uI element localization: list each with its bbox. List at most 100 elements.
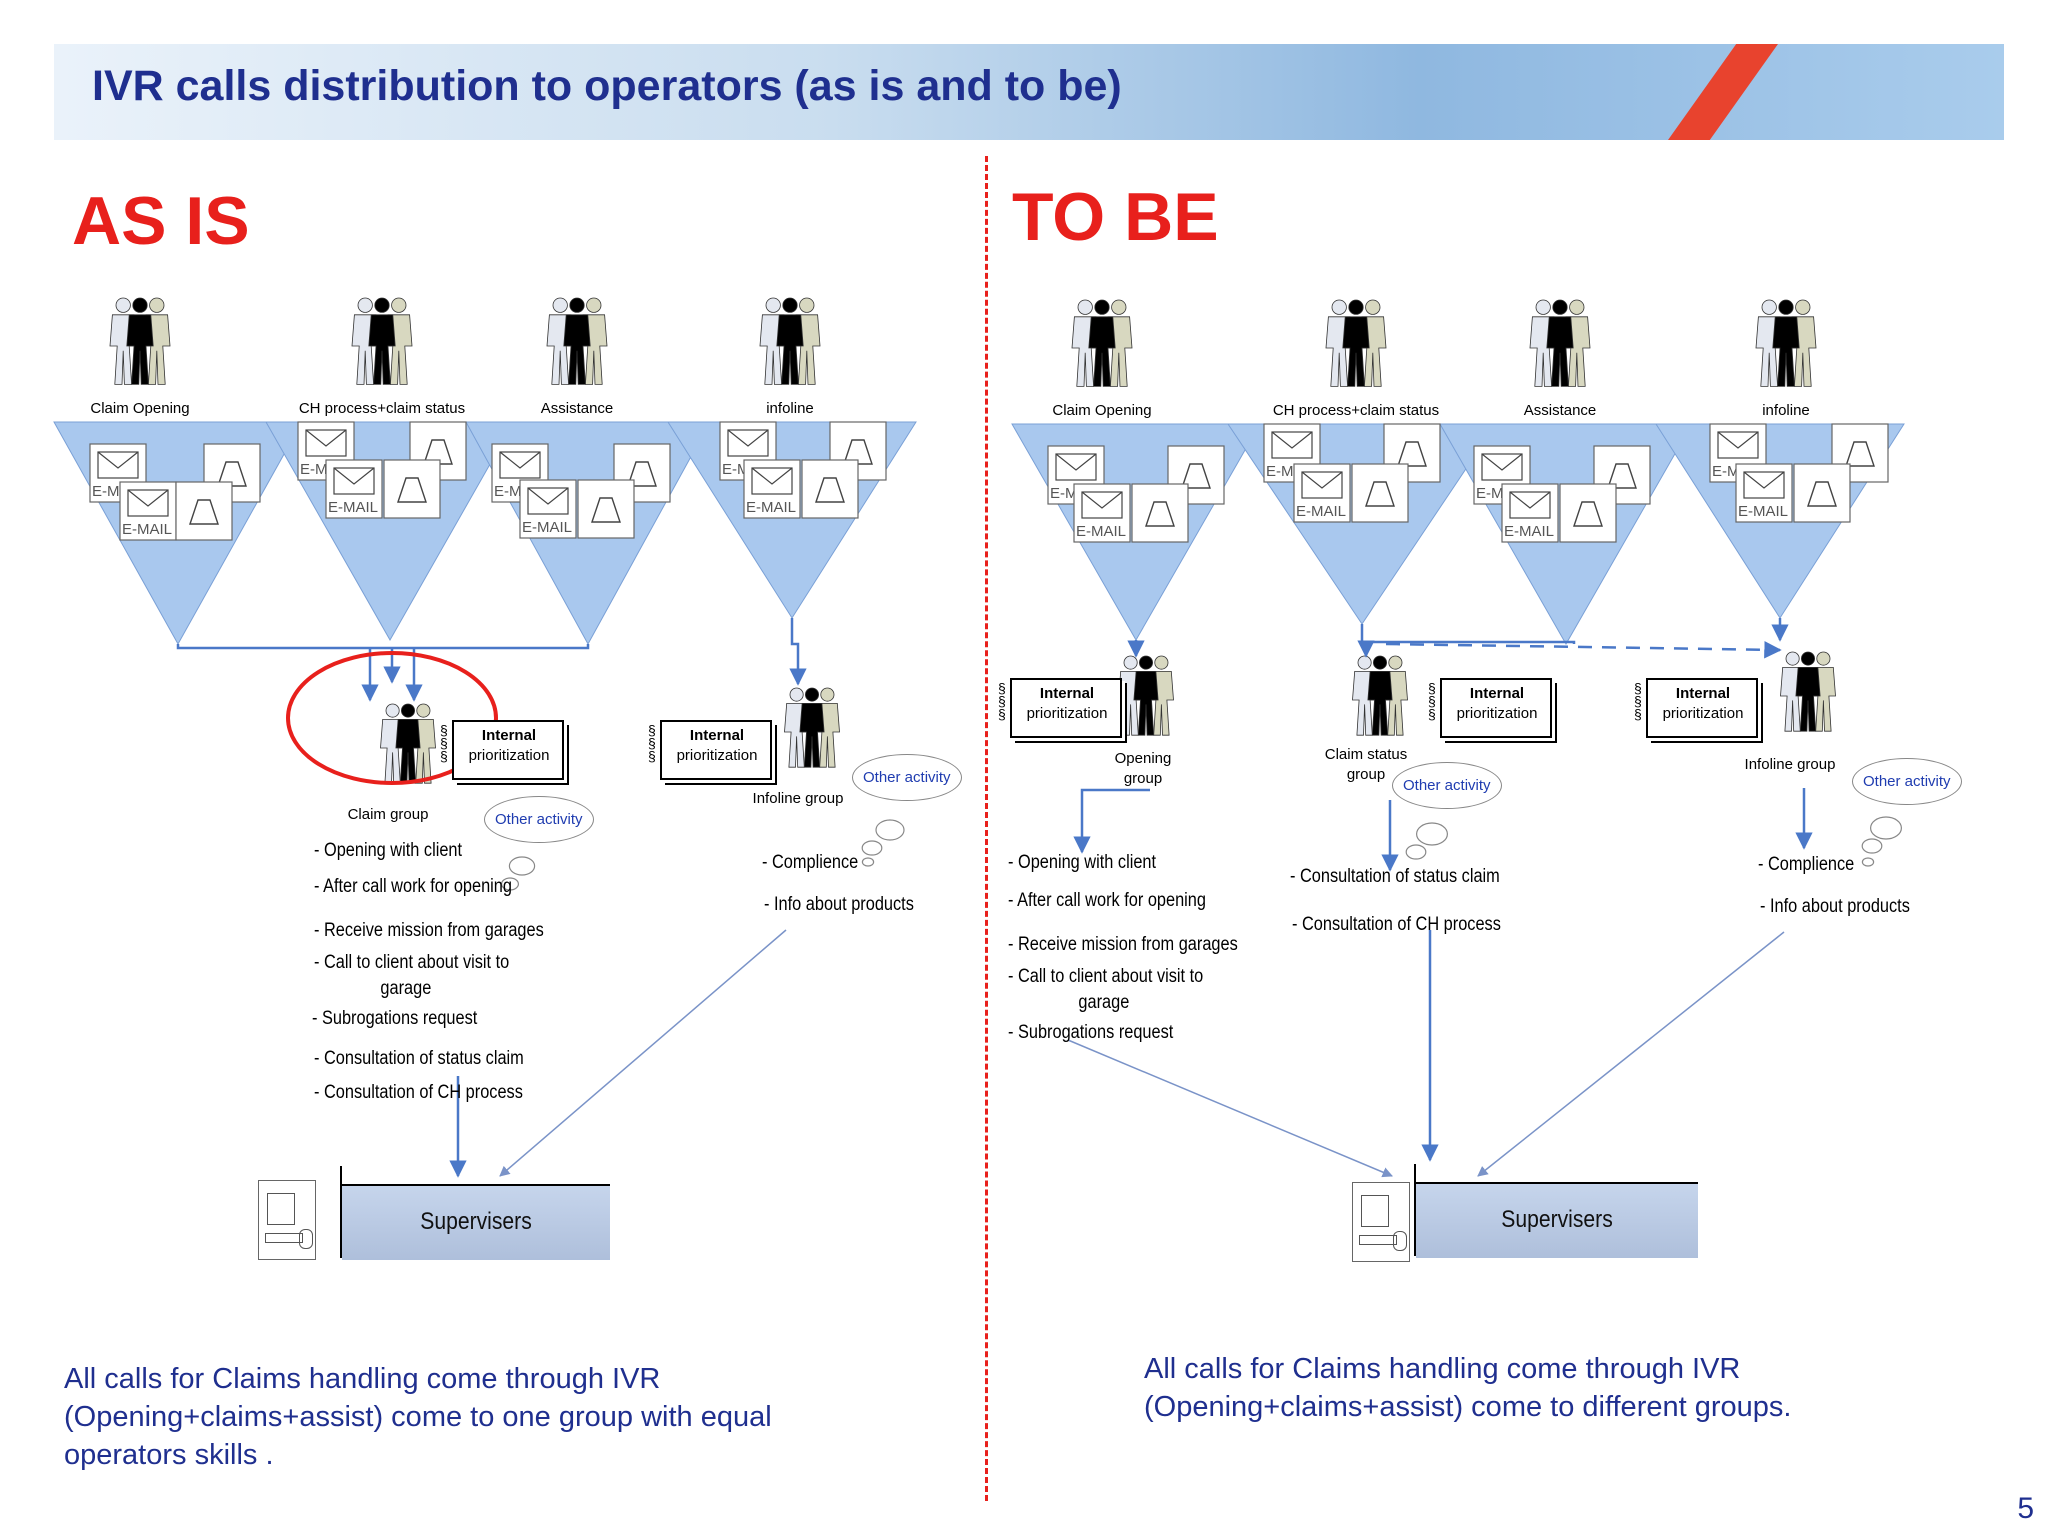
to-be-opening-task: - Subrogations request <box>1008 1022 1174 1043</box>
as-is-infoline-task: - Info about products <box>764 894 914 915</box>
phone-icon <box>189 499 219 525</box>
thought-dot <box>875 819 905 841</box>
as-is-claim-task: - Receive mission from garages <box>314 920 544 941</box>
spiral-binding-icon: §§§ <box>998 680 1006 722</box>
phone-icon <box>1845 441 1875 467</box>
as-is-claim-task: - Consultation of CH process <box>314 1082 523 1103</box>
to-be-supervisors-label: Supervisers <box>1501 1206 1613 1233</box>
to-be-opening-group-label-2: group <box>1123 770 1163 787</box>
agent-group-icon <box>1071 299 1133 387</box>
person-icon <box>1546 299 1574 387</box>
page-title: IVR calls distribution to operators (as … <box>92 62 1122 110</box>
svg-text:E-M: E-M <box>722 461 750 478</box>
section-divider <box>985 156 988 1501</box>
email-card: E-M <box>89 443 147 503</box>
as-is-supervisor-computer-icon <box>258 1180 316 1260</box>
envelope-icon <box>499 451 541 479</box>
person-icon <box>1133 655 1159 736</box>
svg-text:E-M: E-M <box>494 483 522 500</box>
thought-dot <box>1405 844 1427 860</box>
phone-card <box>577 479 635 539</box>
spiral-binding-icon: §§§ <box>1634 680 1642 722</box>
as-is-group-label-assistance: Assistance <box>540 400 614 417</box>
phone-icon <box>1807 481 1837 507</box>
as-is-claim-task: - Consultation of status claim <box>314 1048 524 1069</box>
email-card: E-MAIL <box>519 479 577 539</box>
as-is-infoline-task: - Complience <box>762 852 859 873</box>
phone-card <box>383 459 441 519</box>
svg-text:E-MAIL: E-MAIL <box>1296 503 1346 520</box>
svg-text:E-M: E-M <box>1266 463 1294 480</box>
email-card: E-M <box>1473 445 1531 505</box>
person-icon <box>799 687 825 768</box>
email-card: E-MAIL <box>1501 483 1559 543</box>
to-be-other-activity-bubble-1: Other activity <box>1392 762 1502 809</box>
thought-dot <box>1415 822 1448 846</box>
to-be-claim-status-group-label-2: group <box>1346 766 1386 783</box>
email-card: E-MAIL <box>1073 483 1131 543</box>
as-is-other-activity-bubble-1: Other activity <box>484 796 594 843</box>
infoline-group-agents-icon <box>1780 651 1836 732</box>
phone-card <box>175 481 233 541</box>
svg-text:E-MAIL: E-MAIL <box>746 499 796 516</box>
flow-arrow <box>789 618 807 686</box>
as-is-group-label-claim-opening: Claim Opening <box>90 400 190 417</box>
to-be-opening-task: - Call to client about visit to <box>1008 966 1204 987</box>
as-is-claim-task: - Call to client about visit to <box>314 952 510 973</box>
email-card: E-MAIL <box>1735 463 1793 523</box>
phone-icon <box>217 461 247 487</box>
agent-group-icon <box>546 297 608 385</box>
thought-dot <box>508 856 536 876</box>
svg-text:E-MAIL: E-MAIL <box>328 499 378 516</box>
thought-dot <box>1869 816 1902 840</box>
agent-group-icon <box>759 297 821 385</box>
flow-arrow <box>176 644 590 650</box>
claim-group-highlight-circle <box>286 651 498 785</box>
envelope-icon <box>1717 431 1759 459</box>
as-is-claim-task: - After call work for opening <box>314 876 512 897</box>
envelope-icon <box>1081 491 1123 519</box>
flow-arrow <box>1385 641 1782 659</box>
envelope-icon <box>97 451 139 479</box>
to-be-supervisors-box: Supervisers <box>1416 1182 1698 1258</box>
envelope-icon <box>1271 431 1313 459</box>
to-be-opening-group-label: Opening <box>1114 750 1172 767</box>
flow-arrow <box>1067 1039 1393 1178</box>
to-be-infoline-group-label: Infoline group <box>1744 756 1836 773</box>
as-is-claim-task: - Opening with client <box>314 840 463 861</box>
person-icon <box>1772 299 1800 387</box>
to-be-supervisor-computer-icon <box>1352 1182 1410 1262</box>
to-be-group-label-ch-process: CH process+claim status <box>1272 402 1440 419</box>
to-be-status-task: - Consultation of status claim <box>1290 866 1500 887</box>
envelope-icon <box>127 489 169 517</box>
phone-card <box>1559 483 1617 543</box>
thought-dot <box>861 840 883 856</box>
svg-text:E-M: E-M <box>1476 485 1504 502</box>
thought-dot <box>1861 838 1883 854</box>
person-icon <box>395 703 421 784</box>
person-icon <box>126 297 154 385</box>
flow-arrow <box>1360 624 1576 644</box>
svg-text:E-M: E-M <box>1050 485 1078 502</box>
to-be-summary: All calls for Claims handling come throu… <box>1144 1353 1792 1423</box>
as-is-infoline-group-label: Infoline group <box>752 790 844 807</box>
as-is-claim-group-label: Claim group <box>347 806 429 823</box>
svg-text:E-M: E-M <box>300 461 328 478</box>
email-card: E-M <box>491 443 549 503</box>
as-is-group-label-ch-process: CH process+claim status <box>298 400 466 417</box>
email-card: E-MAIL <box>743 459 801 519</box>
person-icon <box>1342 299 1370 387</box>
phone-icon <box>1607 463 1637 489</box>
to-be-group-label-infoline: infoline <box>1762 402 1810 419</box>
thought-dot <box>861 857 875 867</box>
to-be-group-label-claim-opening: Claim Opening <box>1052 402 1152 419</box>
svg-text:E-MAIL: E-MAIL <box>1738 503 1788 520</box>
phone-icon <box>1181 463 1211 489</box>
agent-group-icon <box>1755 299 1817 387</box>
phone-icon <box>423 439 453 465</box>
envelope-icon <box>751 467 793 495</box>
as-is-other-activity-bubble-2: Other activity <box>852 754 962 801</box>
to-be-infoline-task: - Complience <box>1758 854 1855 875</box>
opening-group-agents-icon <box>1118 655 1174 736</box>
